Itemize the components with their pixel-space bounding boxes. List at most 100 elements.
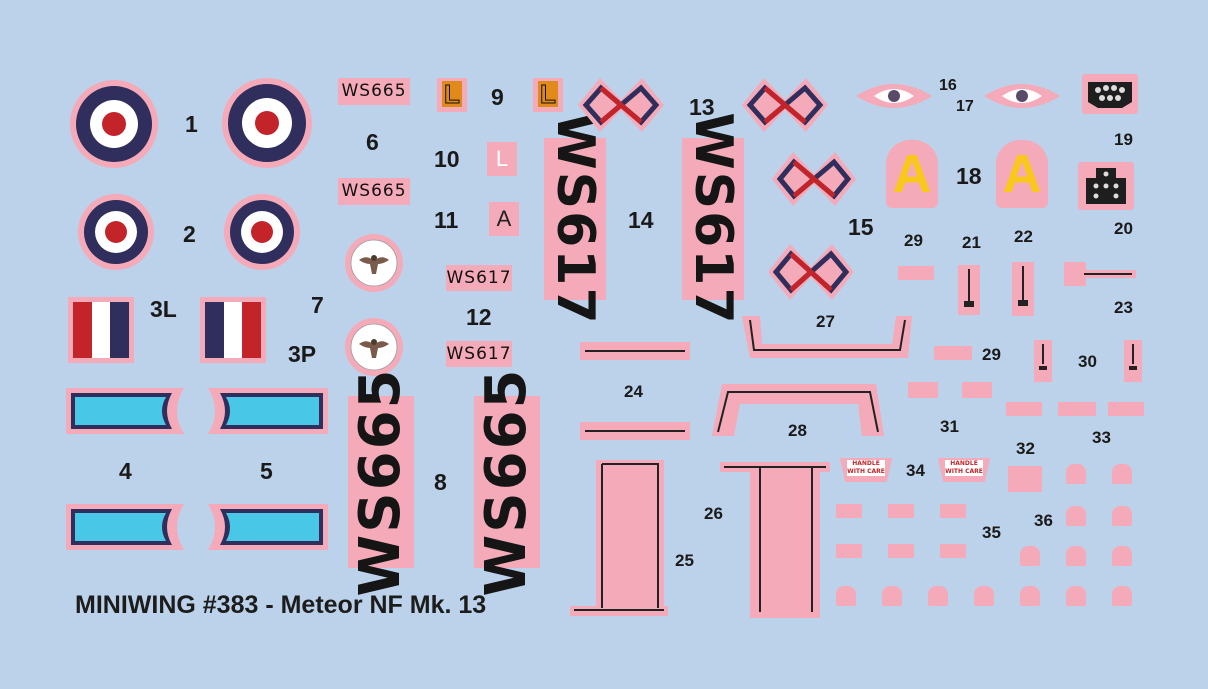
serial-decal-14-left: WS617: [544, 112, 606, 326]
emblem-decal-15-bottom: [768, 244, 854, 300]
decal-number-28: 28: [788, 421, 807, 440]
frame-decal-26: [720, 462, 830, 618]
serial-14-right-text: WS617: [683, 112, 743, 326]
fin-flash-3l: [68, 297, 134, 363]
stencil-decal-31-b: [962, 382, 992, 398]
decal-number-3p: 3P: [288, 341, 317, 367]
stencil-decal-29-bottom: [934, 346, 972, 360]
letter-decal-18-right: A: [996, 140, 1048, 208]
decal-number-9: 9: [491, 84, 504, 110]
stripe-decal-5-top: [208, 388, 328, 434]
handle-with-care-text: HANDLE WITH CARE: [945, 460, 983, 476]
stencil-decal-35: [940, 544, 966, 558]
handle-with-care-decal-34-left: HANDLE WITH CARE: [840, 458, 892, 482]
decal-number-1: 1: [185, 111, 198, 137]
stencil-decal-35: [940, 504, 966, 518]
roundel-decal-1-left: [70, 80, 158, 168]
serial-8-left-text: WS665: [348, 367, 413, 597]
stencil-decal-35: [888, 504, 914, 518]
letter-l-text: L: [442, 79, 462, 109]
stripe-decal-5-bottom: [208, 504, 328, 550]
decal-number-8: 8: [434, 469, 447, 495]
letter-decal-18-left: A: [886, 140, 938, 208]
frame-decal-25: [570, 460, 668, 616]
decal-number-25: 25: [675, 551, 694, 570]
decal-number-18: 18: [956, 163, 982, 189]
stencil-decal-32-top: [1006, 402, 1042, 416]
serial-14-left-text: WS617: [545, 112, 605, 326]
stripe-decal-4-top: [66, 388, 184, 434]
decal-number-12: 12: [466, 304, 492, 330]
stencil-decal-33-b: [1108, 402, 1144, 416]
letter-decal-9-left: L: [437, 78, 467, 112]
stencil-decal-36: [1066, 586, 1086, 606]
stencil-decal-21: [958, 265, 980, 315]
instrument-panel-decal-19: [1082, 74, 1138, 114]
frame-decal-27: [742, 316, 912, 358]
squadron-badge-decal-7-top: [345, 234, 403, 292]
decal-number-27: 27: [816, 312, 835, 331]
decal-number-24: 24: [624, 382, 643, 401]
handle-with-care-text: HANDLE WITH CARE: [847, 460, 885, 476]
decal-number-6: 6: [366, 129, 379, 155]
stencil-decal-30-left: [1034, 340, 1052, 382]
stencil-decal-35: [888, 544, 914, 558]
roundel-decal-2-left: [78, 194, 154, 270]
stencil-decal-23: [1064, 262, 1136, 286]
stencil-decal-36: [1112, 506, 1132, 526]
serial-decal-8-right: WS665: [474, 368, 540, 597]
stencil-decal-36: [928, 586, 948, 606]
decal-number-16: 16: [939, 77, 957, 94]
decal-number-22: 22: [1014, 227, 1033, 246]
emblem-decal-16: [856, 84, 932, 108]
decal-number-30: 30: [1078, 352, 1097, 371]
decal-number-29-top: 29: [904, 231, 923, 250]
serial-decal-6-top: WS665: [338, 78, 410, 105]
stencil-decal-35: [836, 504, 862, 518]
stencil-decal-36: [1112, 586, 1132, 606]
stencil-decal-33-a: [1058, 402, 1096, 416]
stencil-decal-32-bottom: [1008, 466, 1042, 492]
stencil-decal-36: [1066, 546, 1086, 566]
stencil-decal-36: [1112, 546, 1132, 566]
stencil-decal-31-a: [908, 382, 938, 398]
decal-number-20: 20: [1114, 219, 1133, 238]
stencil-decal-36: [1020, 546, 1040, 566]
decal-number-32: 32: [1016, 439, 1035, 458]
line-decal-24-bottom: [580, 422, 690, 440]
decal-number-35: 35: [982, 523, 1001, 542]
stencil-decal-22: [1012, 262, 1034, 316]
stencil-decal-36: [974, 586, 994, 606]
stencil-decal-35: [836, 544, 862, 558]
emblem-decal-15-top: [772, 152, 856, 206]
stencil-decal-36: [1020, 586, 1040, 606]
decal-number-15: 15: [848, 214, 874, 240]
decal-number-5: 5: [260, 458, 273, 484]
decal-number-4: 4: [119, 458, 132, 484]
fin-flash-3p: [200, 297, 266, 363]
stencil-decal-30-right: [1124, 340, 1142, 382]
decal-number-17: 17: [956, 98, 974, 115]
letter-decal-10: L: [487, 142, 517, 176]
serial-decal-12-top: WS617: [446, 265, 512, 291]
stencil-decal-36: [1066, 506, 1086, 526]
stencil-decal-36: [1066, 464, 1086, 484]
serial-decal-14-right: WS617: [682, 112, 744, 326]
decal-number-34: 34: [906, 461, 925, 480]
line-decal-24-top: [580, 342, 690, 360]
stencil-decal-36: [836, 586, 856, 606]
instrument-panel-decal-20: [1078, 162, 1134, 210]
squadron-badge-decal-7-bottom: [345, 318, 403, 376]
decal-number-2: 2: [183, 221, 196, 247]
serial-8-right-text: WS665: [474, 367, 539, 597]
emblem-decal-13-right: [742, 78, 828, 132]
letter-decal-11: A: [489, 202, 519, 236]
frame-decal-28: [712, 384, 884, 436]
decal-number-33: 33: [1092, 428, 1111, 447]
emblem-decal-17: [984, 84, 1060, 108]
stencil-decal-36: [1112, 464, 1132, 484]
stencil-decal-36: [882, 586, 902, 606]
decal-number-36: 36: [1034, 511, 1053, 530]
decal-number-26: 26: [704, 504, 723, 523]
decal-number-19: 19: [1114, 130, 1133, 149]
